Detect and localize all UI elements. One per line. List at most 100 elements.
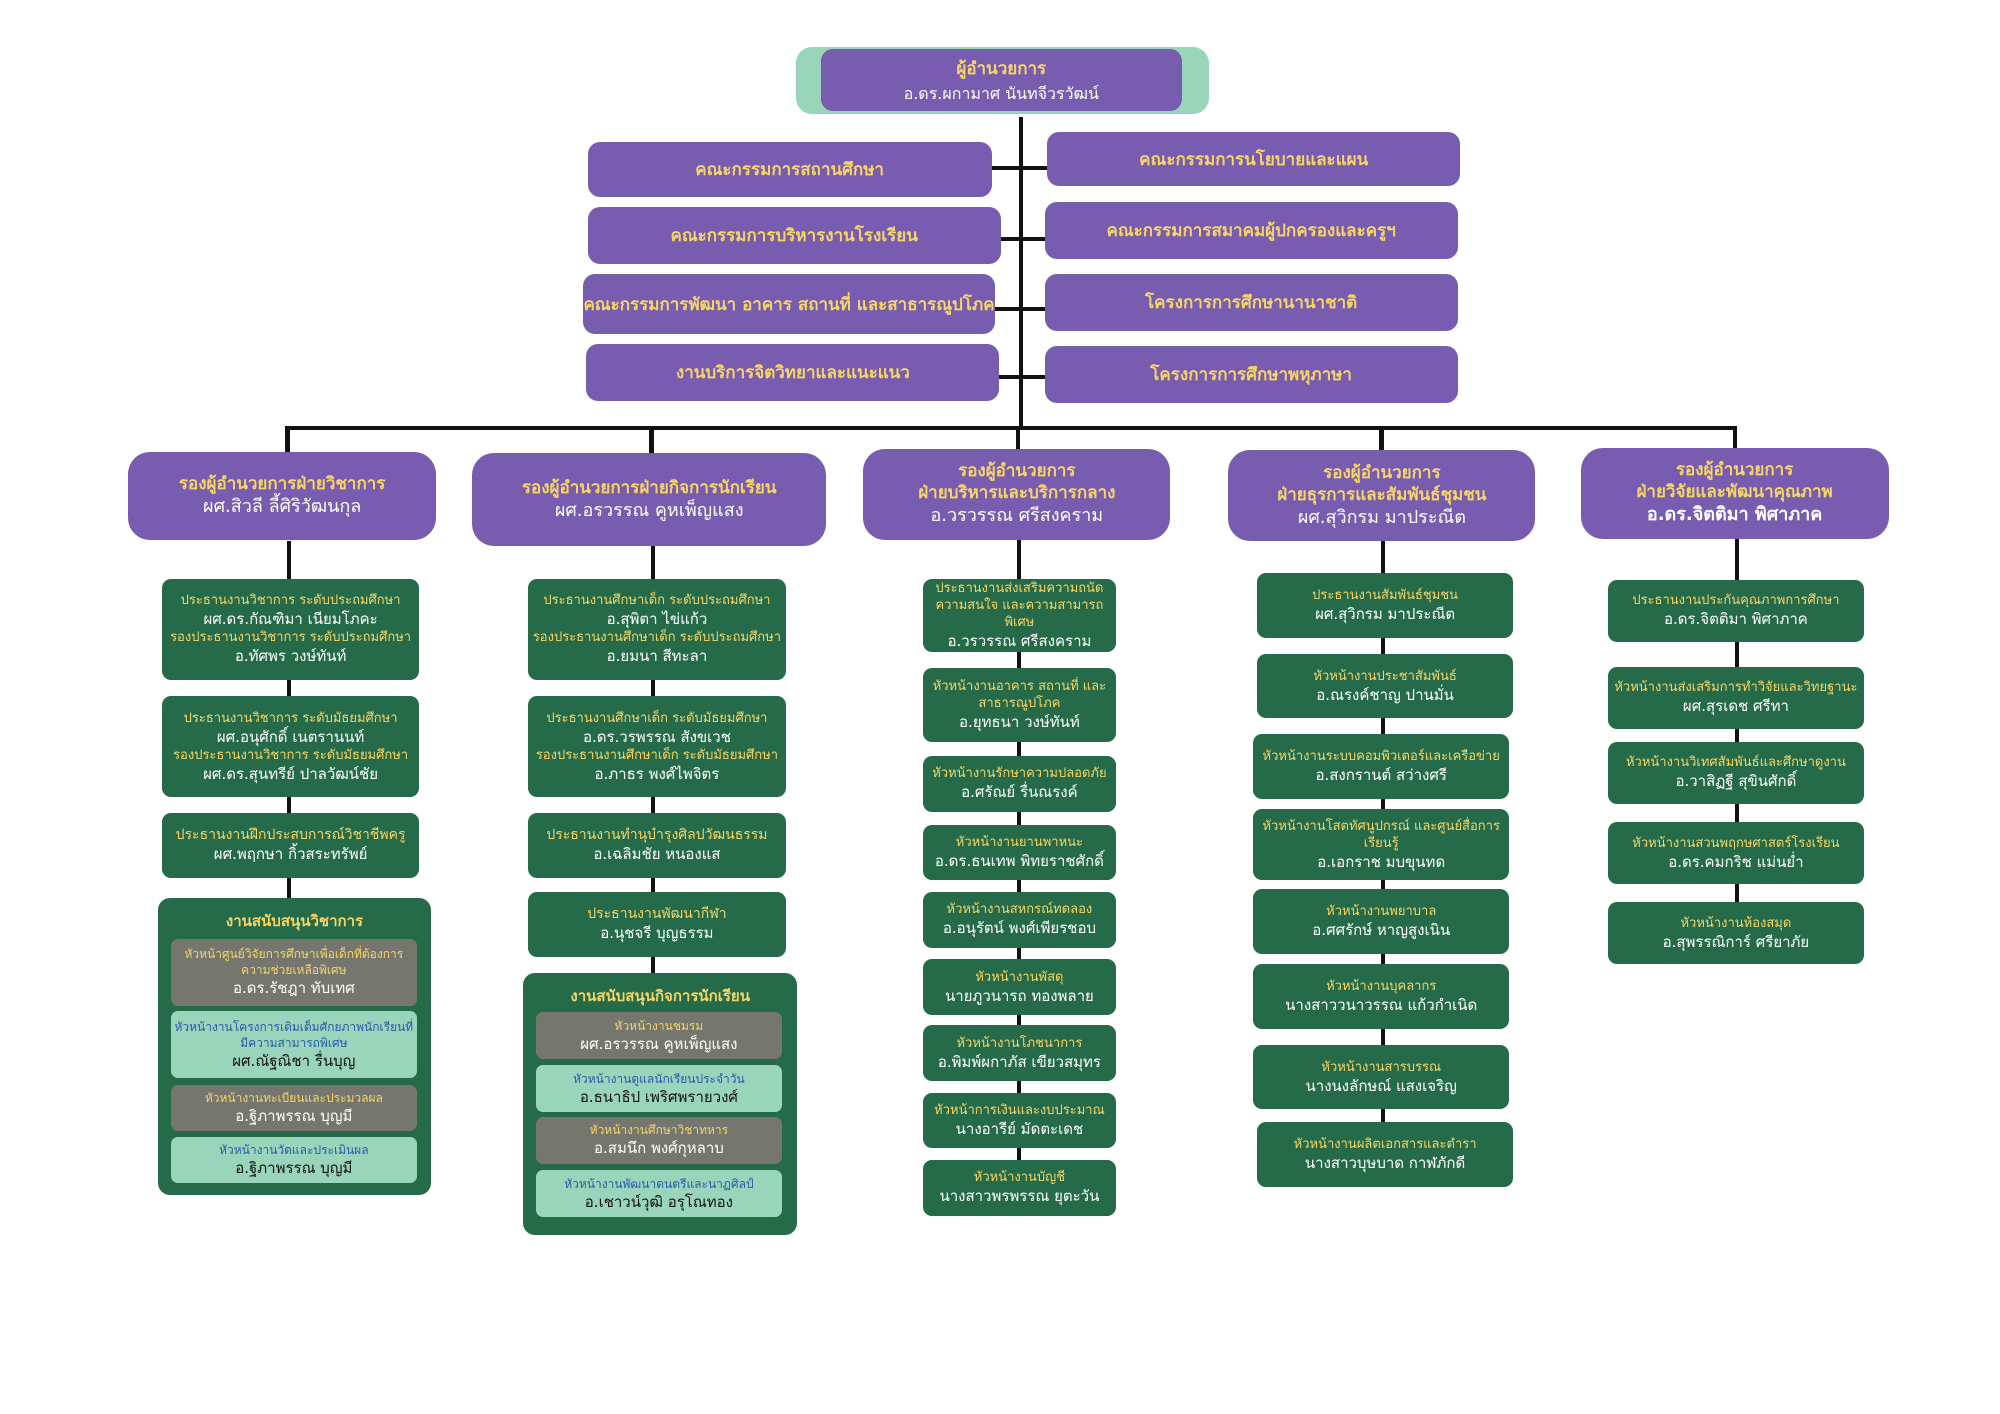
committee-box-left: คณะกรรมการบริหารงานโรงเรียน xyxy=(587,207,1001,265)
vp-community-box: รองผู้อำนวยการฝ่ายธุรการและสัมพันธ์ชุมชน… xyxy=(1228,450,1536,542)
unit-role: ประธานงานสัมพันธ์ชุมชน xyxy=(1312,588,1459,604)
committee-link-line xyxy=(990,306,1053,311)
vp-title: รองผู้อำนวยการ xyxy=(958,461,1076,482)
unit-person: อ.วรวรรณ ศรีสงคราม xyxy=(947,632,1092,651)
unit-role: หัวหน้างานสวนพฤกษศาสตร์โรงเรียน xyxy=(1632,835,1840,851)
committee-box-right: คณะกรรมการสมาคมผู้ปกครองและครูฯ xyxy=(1044,201,1458,259)
committee-label: คณะกรรมการนโยบายและแผน xyxy=(1139,149,1369,170)
vp-title: รองผู้อำนวยการ xyxy=(1323,462,1441,483)
vp-name: ผศ.สิวลี ลี้ศิริวัฒนกุล xyxy=(203,495,362,517)
unit-person: อ.ยุทธนา วงษ์ทันท์ xyxy=(959,712,1080,731)
unit-role: รองประธานงานศึกษาเด็ก ระดับประถมศึกษา xyxy=(532,630,782,646)
unit-person: อ.วาสิฏฐี สุขินศักดิ์ xyxy=(1675,772,1797,791)
unit-box: หัวหน้าการเงินและงบประมาณนางอารีย์ มัดตะ… xyxy=(922,1092,1116,1149)
committee-link-line xyxy=(990,375,1053,380)
unit-person: อ.เฉลิมชัย หนองแส xyxy=(593,844,721,863)
committee-box-left: คณะกรรมการสถานศึกษา xyxy=(587,142,992,197)
unit-box: หัวหน้างานบัญชีนางสาวพรพรรณ ยุตะวัน xyxy=(922,1159,1116,1216)
unit-box: หัวหน้างานระบบคอมพิวเตอร์และเครือข่ายอ.ส… xyxy=(1253,733,1510,799)
director-box: ผู้อำนวยการอ.ดร.ผกามาศ นันทจีวรวัฒน์ xyxy=(820,49,1182,112)
unit-role: ประธานงานศึกษาเด็ก ระดับมัธยมศึกษา xyxy=(546,710,768,726)
unit-role: ประธานงานส่งเสริมความถนัด ความสนใจ และคว… xyxy=(935,581,1104,631)
committee-link-line xyxy=(990,236,1053,241)
unit-box: ประธานงานส่งเสริมความถนัด ความสนใจ และคว… xyxy=(922,578,1116,653)
unit-box: หัวหน้างานสารบรรณนางนงลักษณ์ แสงเจริญ xyxy=(1253,1044,1510,1110)
support-item: หัวหน้างานดูแลนักเรียนประจำวันอ.ธนาธิป เ… xyxy=(535,1065,782,1112)
support-item: หัวหน้างานวัดและประเมินผลอ.ฐิภาพรรณ บุญม… xyxy=(170,1136,417,1184)
unit-role: หัวหน้างานอาคาร สถานที่ และสาธารณูปโภค xyxy=(932,678,1107,711)
committee-box-right: โครงการการศึกษาพหุภาษา xyxy=(1044,345,1458,403)
vp-title: รองผู้อำนวยการฝ่ายวิชาการ xyxy=(178,473,386,494)
unit-person: ผศ.ดร.กัณฑิมา เนียมโภคะ xyxy=(203,610,378,629)
committee-label: คณะกรรมการสถานศึกษา xyxy=(695,160,884,181)
unit-role: รองประธานงานวิชาการ ระดับประถมศึกษา xyxy=(170,630,412,646)
unit-role: หัวหน้างานรักษาความปลอดภัย xyxy=(932,766,1107,782)
unit-person: ผศ.สุวิกรม มาประณีต xyxy=(1315,605,1456,624)
vp-title-line2: ฝ่ายวิจัยและพัฒนาคุณภาพ xyxy=(1636,482,1833,503)
vp-research-box: รองผู้อำนวยการฝ่ายวิจัยและพัฒนาคุณภาพอ.ด… xyxy=(1580,447,1889,539)
committee-link-line xyxy=(990,165,1053,170)
committee-label: โครงการการศึกษาพหุภาษา xyxy=(1150,364,1352,385)
unit-person: นายภูวนารถ ทองพลาย xyxy=(944,986,1094,1005)
support-item: หัวหน้างานพัฒนาดนตรีและนาฏศิลป์อ.เชาวน์ว… xyxy=(535,1170,782,1217)
unit-person: อ.เอกราช มบขุนทด xyxy=(1317,852,1446,871)
unit-role: หัวหน้างานห้องสมุด xyxy=(1680,915,1792,931)
unit-box: หัวหน้างานประชาสัมพันธ์อ.ณรงค์ชาญ ปานมั่… xyxy=(1256,653,1514,719)
unit-role: หัวหน้างานสารบรรณ xyxy=(1321,1059,1442,1075)
unit-box: หัวหน้างานยานพาหนะอ.ดร.ธนเทพ พิทยราชศักด… xyxy=(922,824,1116,881)
branch-drop-line xyxy=(1732,425,1738,459)
support-item: หัวหน้างานชมรมผศ.อรวรรณ คูหเพ็ญแสง xyxy=(535,1012,782,1059)
unit-role: ประธานงานประกันคุณภาพการศึกษา xyxy=(1632,593,1840,609)
unit-box: หัวหน้างานโภชนาการอ.พิมพ์ผกาภัส เขียวสมุ… xyxy=(922,1025,1116,1081)
unit-person: อ.ภาธร พงศ์ไพจิตร xyxy=(594,764,720,783)
support-person: อ.ธนาธิป เพริศพราย​วงศ์ xyxy=(579,1087,738,1106)
branch-drop-line xyxy=(649,425,654,459)
vp-name: อ.ดร.จิตติมา พิศาภาค xyxy=(1646,504,1823,526)
unit-box: ประธานงานประกันคุณภาพการศึกษาอ.ดร.จิตติม… xyxy=(1607,579,1865,643)
unit-box: ประธานงานศึกษาเด็ก ระดับประถมศึกษาอ.สุพิ… xyxy=(528,578,786,680)
unit-person: ผศ.อนุศักดิ์ เนตรานนท์ xyxy=(216,727,365,746)
support-person: อ.ฐิภาพรรณ บุญมี xyxy=(235,1158,353,1177)
unit-box: หัวหน้างานสวนพฤกษศาสตร์โรงเรียนอ.ดร.คมกร… xyxy=(1607,822,1865,885)
support-role: หัวหน้างานศึกษาวิชาทหาร xyxy=(589,1123,729,1138)
unit-box: ประธานงานพัฒนากีฬาอ.นุชจรี บุญธรรม xyxy=(528,891,786,957)
support-role: หัวหน้างานชมรม xyxy=(614,1018,704,1033)
unit-box: หัวหน้างานอาคาร สถานที่ และสาธารณูปโภคอ.… xyxy=(922,667,1116,742)
support-role: หัวหน้างานทะเบียนและประมวลผล xyxy=(204,1091,383,1106)
unit-person: อ.สงกรานต์ สว่างศรี xyxy=(1315,765,1447,784)
unit-box: หัวหน้างานผลิตเอกสารและตำรานางสาวบุษบาด … xyxy=(1256,1122,1514,1188)
unit-role: ประธานงานวิชาการ ระดับประถมศึกษา xyxy=(180,593,401,609)
unit-role: ประธานงานวิชาการ ระดับมัธยมศึกษา xyxy=(183,710,398,726)
vp-name: ผศ.อรวรรณ คูหเพ็ญแสง xyxy=(554,499,744,521)
unit-box: หัวหน้างานรักษาความปลอดภัยอ.ศรัณย์ รื่นณ… xyxy=(922,755,1116,812)
unit-role: หัวหน้างานบุคลากร xyxy=(1326,979,1437,995)
committee-label: งานบริการจิตวิทยาและแนะแนว xyxy=(675,363,910,384)
committee-box-left: งานบริการจิตวิทยาและแนะแนว xyxy=(586,344,1000,402)
unit-box: หัวหน้างานส่งเสริมการทำวิจัยและวิทยฐานะผ… xyxy=(1607,666,1865,729)
director-title: ผู้อำนวยการ xyxy=(956,58,1047,79)
trunk-line xyxy=(1018,116,1024,429)
unit-role: หัวหน้างานโสตทัศนูปกรณ์ และศูนย์สื่อการเ… xyxy=(1262,818,1500,851)
support-person: ผศ.อรวรรณ คูหเพ็ญแสง xyxy=(580,1034,738,1053)
vp-title: รองผู้อำนวยการฝ่ายกิจการนักเรียน xyxy=(521,477,777,498)
unit-person: นางสาวพรพรรณ ยุตะวัน xyxy=(939,1187,1100,1206)
unit-person: อ.อนุรัตน์ พงศ์เพียรชอบ xyxy=(942,919,1096,938)
unit-box: ประธานงานวิชาการ ระดับประถมศึกษาผศ.ดร.กั… xyxy=(161,578,420,680)
committee-label: โครงการการศึกษานานาชาติ xyxy=(1145,293,1358,314)
unit-role: ประธานงานศึกษาเด็ก ระดับประถมศึกษา xyxy=(543,593,771,609)
support-role: หัวหน้างานดูแลนักเรียนประจำวัน xyxy=(573,1071,745,1086)
unit-person: นางสาววนาวรรณ แก้วกำเนิด xyxy=(1285,996,1478,1015)
unit-person: อ.ดร.ธนเทพ พิทยราชศักดิ์ xyxy=(934,851,1104,870)
unit-role: หัวหน้างานบัญชี xyxy=(973,1170,1066,1186)
unit-role: หัวหน้างานสหกรณ์ทดลอง xyxy=(946,902,1093,918)
unit-person: ผศ.ดร.สุนทรีย์ ปาลวัฒน์ชัย xyxy=(203,764,379,783)
committee-box-right: คณะกรรมการนโยบายและแผน xyxy=(1047,132,1461,187)
committee-label: คณะกรรมการสมาคมผู้ปกครองและครูฯ xyxy=(1106,220,1396,241)
unit-role: หัวหน้างานโภชนาการ xyxy=(956,1035,1083,1051)
support-person: อ.ฐิภาพรรณ บุญมี xyxy=(235,1107,353,1126)
unit-box: หัวหน้างานพยาบาลอ.ศศรักษ์ หาญสูงเนิน xyxy=(1253,889,1510,955)
support-role: หัวหน้างานโครงการเติมเต็มศักยภาพนักเรียน… xyxy=(174,1019,414,1050)
vp-name: อ.วรวรรณ ศรีสงคราม xyxy=(930,505,1104,527)
unit-box: หัวหน้างานสหกรณ์ทดลองอ.อนุรัตน์ พงศ์เพีย… xyxy=(922,891,1116,948)
unit-person: อ.ดร.จิตติมา พิศาภาค xyxy=(1663,610,1808,629)
